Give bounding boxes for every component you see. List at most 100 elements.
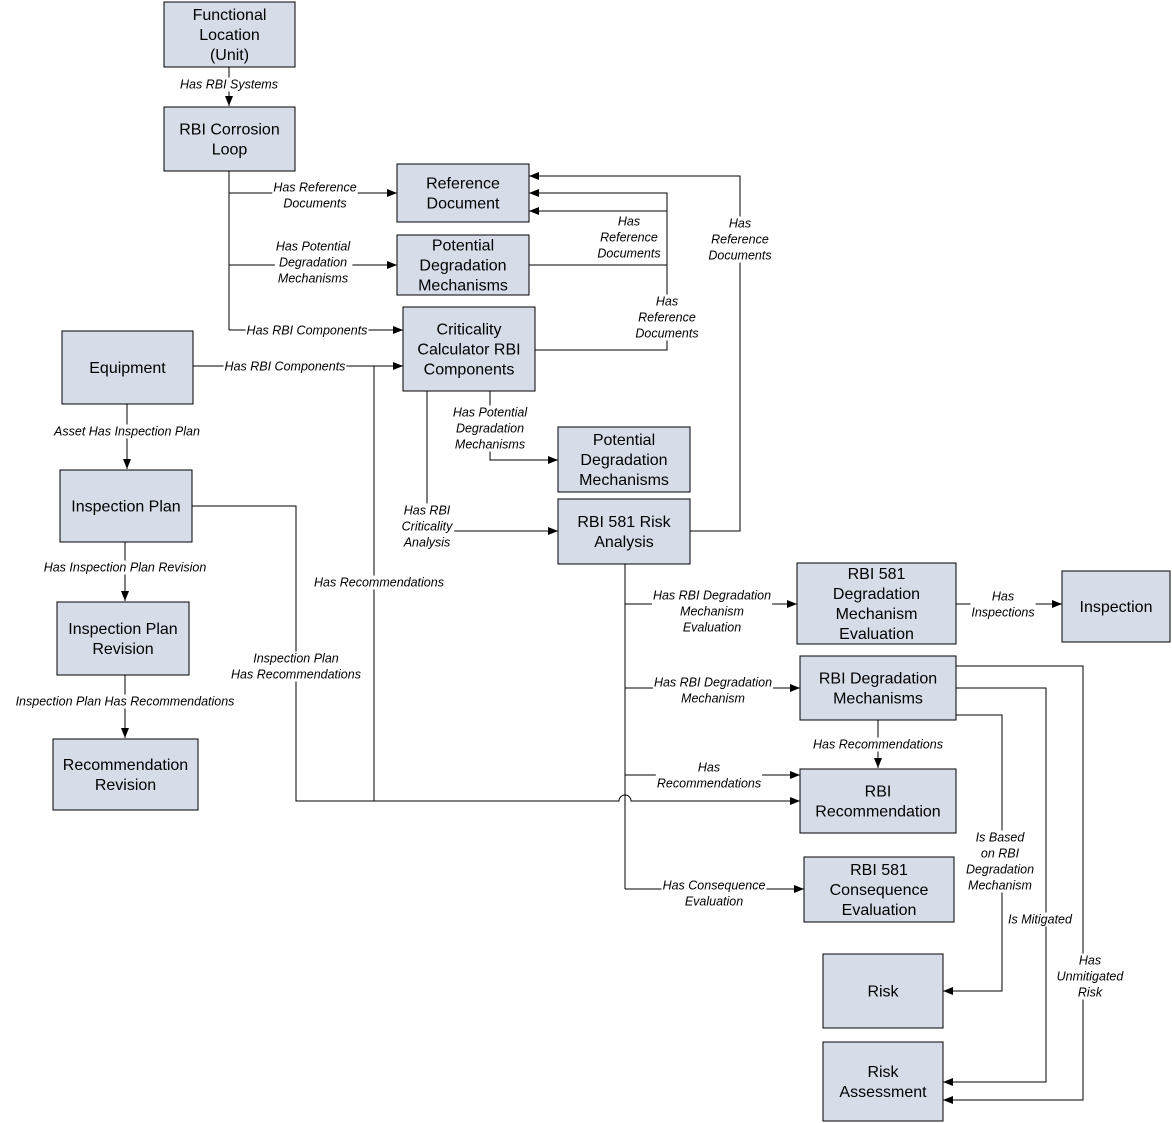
edge-label-line: Risk — [1078, 986, 1103, 1000]
edge-label-background — [223, 359, 347, 374]
edge-label-line: Has RBI Degradation — [653, 589, 771, 603]
edge-label-background — [655, 760, 763, 791]
edge-label-background — [52, 424, 201, 439]
edge-label-line: Has Consequence — [663, 879, 766, 893]
node-label-line: Equipment — [89, 360, 166, 377]
edge-label-line: Evaluation — [685, 895, 743, 909]
edge-label-line: Has Recommendations — [813, 738, 943, 752]
edge-label-background — [964, 830, 1036, 893]
node-box — [799, 768, 957, 834]
edge-label-background — [451, 405, 530, 452]
node-label-line: Evaluation — [839, 626, 914, 643]
node-box — [61, 330, 194, 405]
edge-label-line: Is Based — [976, 831, 1026, 845]
edge-label-line: Documents — [635, 327, 698, 341]
edge-label-background — [634, 294, 700, 341]
edge-label-line: Has Reference — [273, 181, 356, 195]
edge-label-background — [1055, 953, 1126, 1000]
edge-label-line: Criticality — [402, 520, 453, 534]
node-box — [799, 655, 957, 721]
node-label-line: Potential — [432, 238, 494, 255]
edge-label-background — [230, 651, 362, 682]
edge-label-line: Mechanisms — [278, 272, 348, 286]
edge-label-line: Inspections — [971, 606, 1034, 620]
node-box — [396, 234, 530, 296]
node-label-line: Risk — [867, 1064, 899, 1081]
edge-label-is-mitigated: Is Mitigated — [1007, 912, 1075, 927]
edge-label-background — [812, 737, 944, 752]
node-label-line: Degradation — [419, 258, 506, 275]
edge-label-line: Has — [992, 590, 1014, 604]
edge-label-has-rbi-systems: Has RBI Systems — [179, 77, 279, 92]
connector-is-mitigated — [943, 687, 1047, 1086]
edge-label-line: Has Recommendations — [314, 576, 444, 590]
edge-label-line: Inspection Plan — [253, 652, 339, 666]
edge-label-line: Recommendations — [657, 777, 761, 791]
edge-label-line: Documents — [597, 247, 660, 261]
edge-label-line: Has RBI Components — [225, 360, 346, 374]
edge-label-line: Reference — [638, 311, 696, 325]
connector-criticality-has-reference-documents — [529, 207, 668, 351]
node-label-line: Mechanism — [836, 606, 918, 623]
edge-label-equipment-has-recommendations: Has Recommendations — [313, 575, 445, 590]
node-box — [56, 601, 190, 676]
node-box — [803, 856, 955, 923]
edge-label-background — [313, 575, 445, 590]
edge-label-line: Has — [698, 761, 720, 775]
edge-label-line: Is Mitigated — [1008, 913, 1073, 927]
node-box — [163, 1, 296, 68]
edge-label-line: Degradation — [456, 422, 524, 436]
node-box — [396, 163, 530, 223]
edge-label-background — [707, 216, 773, 263]
node-label-line: Revision — [92, 641, 153, 658]
edge-label-line: Evaluation — [683, 621, 741, 635]
edge-label-line: Has Potential — [453, 406, 529, 420]
edge-label-line: Inspection Plan Has Recommendations — [16, 695, 235, 709]
node-label-line: Criticality — [437, 322, 502, 339]
node-risk: Risk — [822, 953, 944, 1029]
edge-label-line: Unmitigated — [1057, 970, 1125, 984]
edge-label-line: Asset Has Inspection Plan — [53, 425, 200, 439]
node-label-line: Location — [199, 27, 260, 44]
edge-label-has-inspection-plan-revision: Has Inspection Plan Revision — [42, 560, 208, 575]
node-label-line: Risk — [867, 984, 899, 1001]
edge-label-background — [970, 589, 1036, 620]
edge-label-background — [661, 878, 767, 909]
node-box — [402, 306, 536, 392]
edge-label-background — [272, 180, 358, 211]
node-label-line: Inspection Plan — [68, 621, 177, 638]
node-box — [822, 953, 944, 1029]
node-label-line: Analysis — [594, 534, 654, 551]
node-label-line: Inspection — [1080, 599, 1153, 616]
edge-label-line: Mechanism — [680, 605, 744, 619]
edge-label-line: Degradation — [279, 256, 347, 270]
edge-label-line: Analysis — [403, 536, 451, 550]
node-box — [59, 469, 193, 543]
node-label-line: Revision — [95, 777, 156, 794]
node-label-line: Recommendation — [815, 804, 940, 821]
edge-label-background — [274, 239, 353, 286]
node-label-line: RBI Degradation — [819, 671, 937, 688]
edge-label-dm-has-recommendations: Has Recommendations — [812, 737, 944, 752]
edge-label-inspection-plan-has-recommendations-rev: Inspection Plan Has Recommendations — [14, 694, 236, 709]
edge-label-line: Mechanism — [681, 692, 745, 706]
edge-label-line: Mechanisms — [455, 438, 525, 452]
connector-inspection-plan-has-recommendations — [192, 505, 800, 805]
edge-label-line: Has RBI Systems — [180, 78, 278, 92]
